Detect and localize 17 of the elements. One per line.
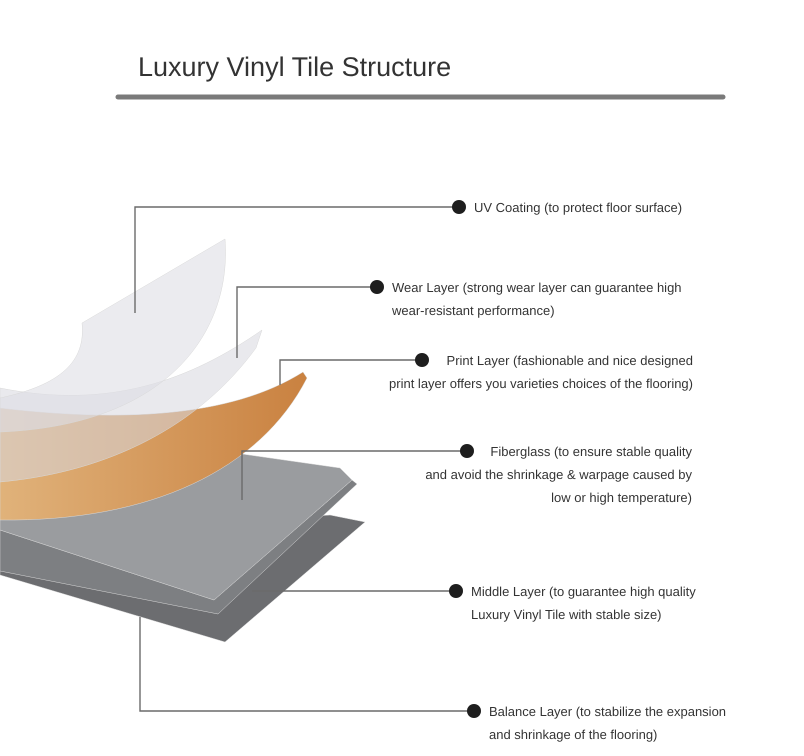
callout-text: Fiberglass (to ensure stable quality and avoid the shrinkage & warpage caused by low or high temperature): [416, 440, 692, 509]
leader-line: [134, 200, 466, 313]
title: Luxury Vinyl Tile Structure: [138, 52, 452, 83]
print-layer-sheet: [0, 372, 308, 520]
leader-line: [236, 280, 384, 358]
callout-text: Print Layer (fashionable and nice designed print layer offers you varieties choices of the flooring): [377, 349, 693, 395]
leader-line: [279, 353, 429, 385]
leader-line: [241, 444, 474, 500]
callout-text: Middle Layer (to guarantee high quality Luxury Vinyl Tile with stable size): [471, 580, 711, 626]
callout-text: Balance Layer (to stabilize the expansion and shrinkage of the flooring): [489, 700, 739, 746]
wear-layer-sheet: [0, 330, 262, 482]
middle-layer-edge: [0, 480, 358, 614]
leader-line: [139, 617, 481, 718]
callout-text: Wear Layer (strong wear layer can guarantee high wear-resistant performance): [392, 276, 697, 322]
callout-text: UV Coating (to protect floor surface): [474, 196, 714, 219]
uv-coating-sheet: [0, 238, 226, 432]
leader-line: [251, 584, 463, 598]
